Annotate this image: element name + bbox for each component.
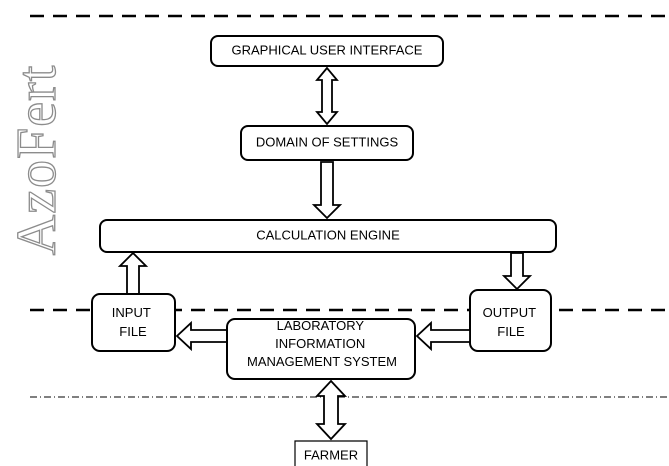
lims-input-arrow [175, 320, 228, 352]
lims-label-line: LABORATORY [277, 318, 365, 333]
lims-box [226, 318, 416, 380]
output-file-label: OUTPUT FILE [483, 305, 540, 339]
engine-box [99, 219, 557, 253]
gui-settings-double-arrow [315, 66, 339, 126]
input-file-box [91, 293, 176, 352]
farmer-box [294, 440, 368, 466]
engine-label: CALCULATION ENGINE [256, 227, 400, 242]
output-lims-arrow [415, 320, 471, 352]
input-engine-arrow [117, 251, 149, 295]
engine-output-arrow [501, 252, 533, 291]
input-file-label: INPUT FILE [112, 305, 154, 339]
settings-engine-arrow [311, 161, 343, 220]
lims-label-line: MANAGEMENT SYSTEM [247, 354, 397, 369]
gui-label: GRAPHICAL USER INTERFACE [232, 42, 423, 57]
input-file-label-line: INPUT [112, 305, 151, 320]
output-file-box [469, 289, 552, 352]
settings-box [240, 125, 414, 161]
lims-label: LABORATORY INFORMATION MANAGEMENT SYSTEM [247, 318, 397, 369]
settings-label: DOMAIN OF SETTINGS [256, 134, 399, 149]
output-file-label-line: FILE [497, 324, 525, 339]
lims-farmer-double-arrow [314, 379, 348, 441]
gui-box [210, 35, 444, 67]
lims-label-line: INFORMATION [275, 336, 365, 351]
input-file-label-line: FILE [119, 324, 147, 339]
farmer-label: FARMER [304, 447, 358, 462]
output-file-label-line: OUTPUT [483, 305, 537, 320]
azofert-logo: AzoFert [6, 65, 68, 256]
